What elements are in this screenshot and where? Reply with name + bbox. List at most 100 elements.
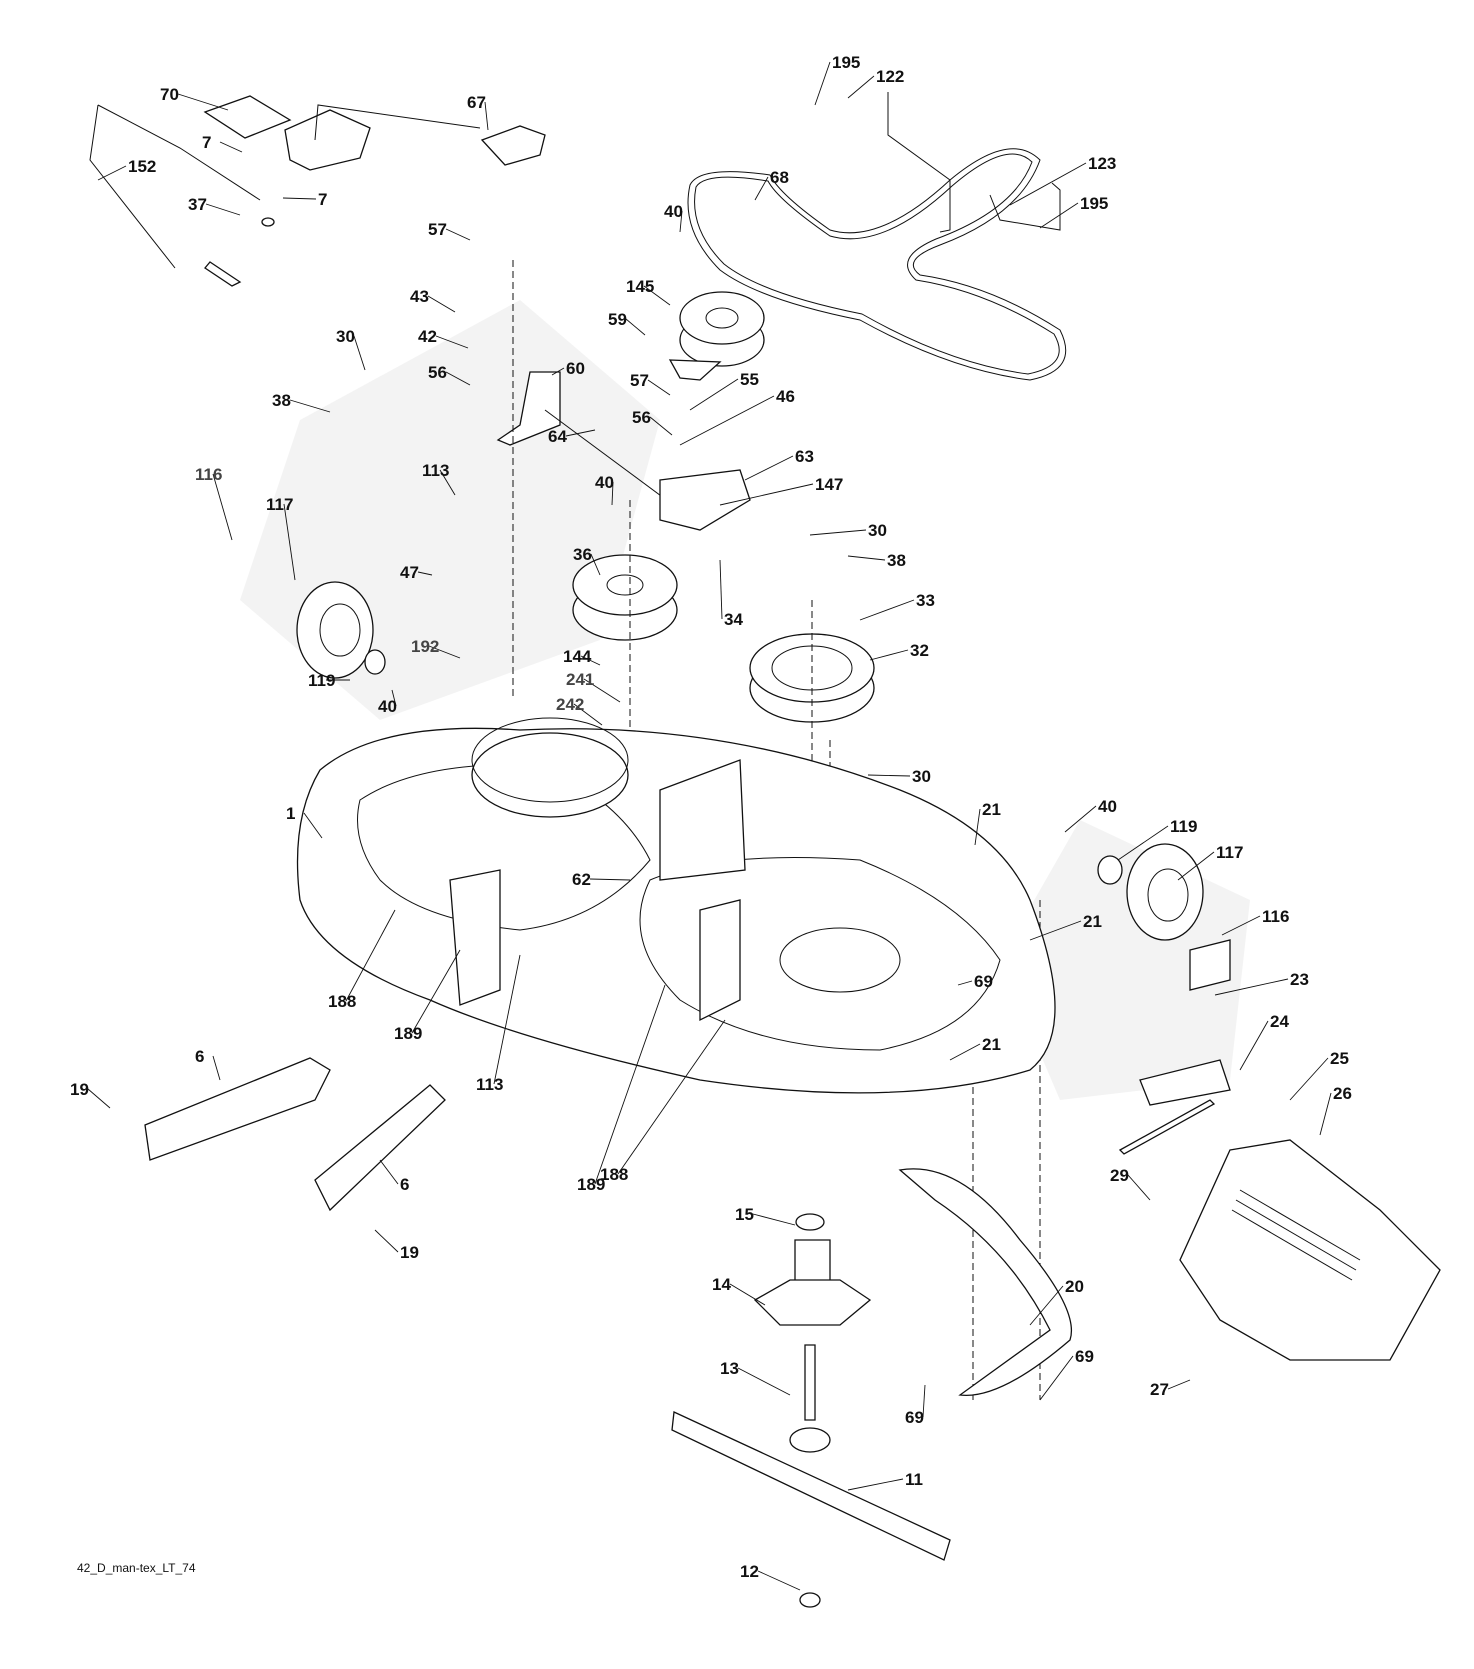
- callout-195[interactable]: 195: [832, 53, 860, 72]
- callout-43[interactable]: 43: [410, 287, 429, 306]
- callout-40[interactable]: 40: [664, 202, 683, 221]
- callout-119[interactable]: 119: [1170, 817, 1197, 836]
- callout-33[interactable]: 33: [916, 591, 935, 610]
- leader-line-6: [212, 1055, 221, 1081]
- callout-57[interactable]: 57: [630, 371, 649, 390]
- callout-55[interactable]: 55: [740, 370, 759, 389]
- callout-64[interactable]: 64: [548, 427, 567, 446]
- callout-40[interactable]: 40: [595, 473, 614, 492]
- callout-56[interactable]: 56: [428, 363, 447, 382]
- callout-42[interactable]: 42: [418, 327, 437, 346]
- leader-line-15: [752, 1213, 796, 1226]
- callout-7[interactable]: 7: [318, 190, 327, 209]
- callout-46[interactable]: 46: [776, 387, 795, 406]
- leader-line-27: [1167, 1379, 1191, 1390]
- callout-195[interactable]: 195: [1080, 194, 1108, 213]
- callout-30[interactable]: 30: [336, 327, 355, 346]
- callout-189[interactable]: 189: [394, 1024, 422, 1043]
- callout-57[interactable]: 57: [428, 220, 447, 239]
- callout-67[interactable]: 67: [467, 93, 486, 112]
- callout-69[interactable]: 69: [905, 1408, 924, 1427]
- belt-guides: [887, 92, 1061, 233]
- callout-147[interactable]: 147: [815, 475, 843, 494]
- callout-40[interactable]: 40: [1098, 797, 1117, 816]
- callout-36[interactable]: 36: [573, 545, 592, 564]
- callout-1[interactable]: 1: [286, 804, 295, 823]
- callout-34[interactable]: 34: [724, 610, 743, 629]
- callout-152[interactable]: 152: [128, 157, 156, 176]
- callout-32[interactable]: 32: [910, 641, 929, 660]
- callout-59[interactable]: 59: [608, 310, 627, 329]
- callout-63[interactable]: 63: [795, 447, 814, 466]
- callout-24[interactable]: 24: [1270, 1012, 1289, 1031]
- idler-pulley-145: [679, 291, 765, 367]
- callout-37[interactable]: 37: [188, 195, 207, 214]
- callout-19[interactable]: 19: [400, 1243, 419, 1262]
- callout-13[interactable]: 13: [720, 1359, 739, 1378]
- callout-68[interactable]: 68: [770, 168, 789, 187]
- leader-line-38: [289, 399, 331, 413]
- callout-6[interactable]: 6: [195, 1047, 204, 1066]
- callout-145[interactable]: 145: [626, 277, 654, 296]
- callout-113[interactable]: 113: [476, 1075, 503, 1094]
- callout-40[interactable]: 40: [378, 697, 397, 716]
- leader-line-30: [867, 774, 911, 777]
- callout-117[interactable]: 117: [1216, 843, 1243, 862]
- callout-70[interactable]: 70: [160, 85, 179, 104]
- leader-line-6: [379, 1159, 399, 1185]
- leader-line-60: [551, 367, 565, 376]
- callout-69[interactable]: 69: [974, 972, 993, 991]
- callout-21[interactable]: 21: [982, 800, 1001, 819]
- callout-38[interactable]: 38: [887, 551, 906, 570]
- leader-line-145: [643, 285, 671, 306]
- callout-15[interactable]: 15: [735, 1205, 754, 1224]
- callout-188[interactable]: 188: [600, 1165, 628, 1184]
- knob-part: [480, 125, 546, 166]
- callout-116[interactable]: 116: [195, 465, 222, 484]
- callout-189[interactable]: 189: [577, 1175, 605, 1194]
- callout-242[interactable]: 242: [556, 695, 584, 714]
- callout-188[interactable]: 188: [328, 992, 356, 1011]
- leader-line-188: [617, 1019, 726, 1175]
- callout-21[interactable]: 21: [1083, 912, 1102, 931]
- idler-pulley-36: [572, 554, 678, 641]
- callout-29[interactable]: 29: [1110, 1166, 1129, 1185]
- callout-60[interactable]: 60: [566, 359, 585, 378]
- callout-19[interactable]: 19: [70, 1080, 89, 1099]
- callout-14[interactable]: 14: [712, 1275, 731, 1294]
- callout-30[interactable]: 30: [868, 521, 887, 540]
- callout-116[interactable]: 116: [1262, 907, 1289, 926]
- callout-27[interactable]: 27: [1150, 1380, 1169, 1399]
- callout-47[interactable]: 47: [400, 563, 419, 582]
- callout-62[interactable]: 62: [572, 870, 591, 889]
- callout-123[interactable]: 123: [1088, 154, 1116, 173]
- callout-6[interactable]: 6: [400, 1175, 409, 1194]
- leader-line-241: [583, 678, 621, 703]
- callout-56[interactable]: 56: [632, 408, 651, 427]
- callout-241[interactable]: 241: [566, 670, 594, 689]
- callout-20[interactable]: 20: [1065, 1277, 1084, 1296]
- leader-line-7: [282, 197, 317, 200]
- callout-113[interactable]: 113: [422, 461, 449, 480]
- callout-38[interactable]: 38: [272, 391, 291, 410]
- callout-25[interactable]: 25: [1330, 1049, 1349, 1068]
- callout-26[interactable]: 26: [1333, 1084, 1352, 1103]
- leader-line-242: [573, 703, 603, 726]
- callout-12[interactable]: 12: [740, 1562, 759, 1581]
- callout-30[interactable]: 30: [912, 767, 931, 786]
- callout-7[interactable]: 7: [202, 133, 211, 152]
- callout-21[interactable]: 21: [982, 1035, 1001, 1054]
- leader-line-38: [847, 555, 886, 561]
- callout-144[interactable]: 144: [563, 647, 592, 666]
- callout-119[interactable]: 119: [308, 671, 335, 690]
- callout-117[interactable]: 117: [266, 495, 293, 514]
- callout-11[interactable]: 11: [905, 1470, 923, 1489]
- gauge-wheel-right: [1097, 843, 1204, 941]
- callout-23[interactable]: 23: [1290, 970, 1309, 989]
- leader-line-40: [679, 210, 683, 233]
- callout-122[interactable]: 122: [876, 67, 904, 86]
- leader-line-116: [212, 473, 233, 541]
- callout-69[interactable]: 69: [1075, 1347, 1094, 1366]
- leader-line-144: [580, 655, 601, 666]
- callout-192[interactable]: 192: [411, 637, 439, 656]
